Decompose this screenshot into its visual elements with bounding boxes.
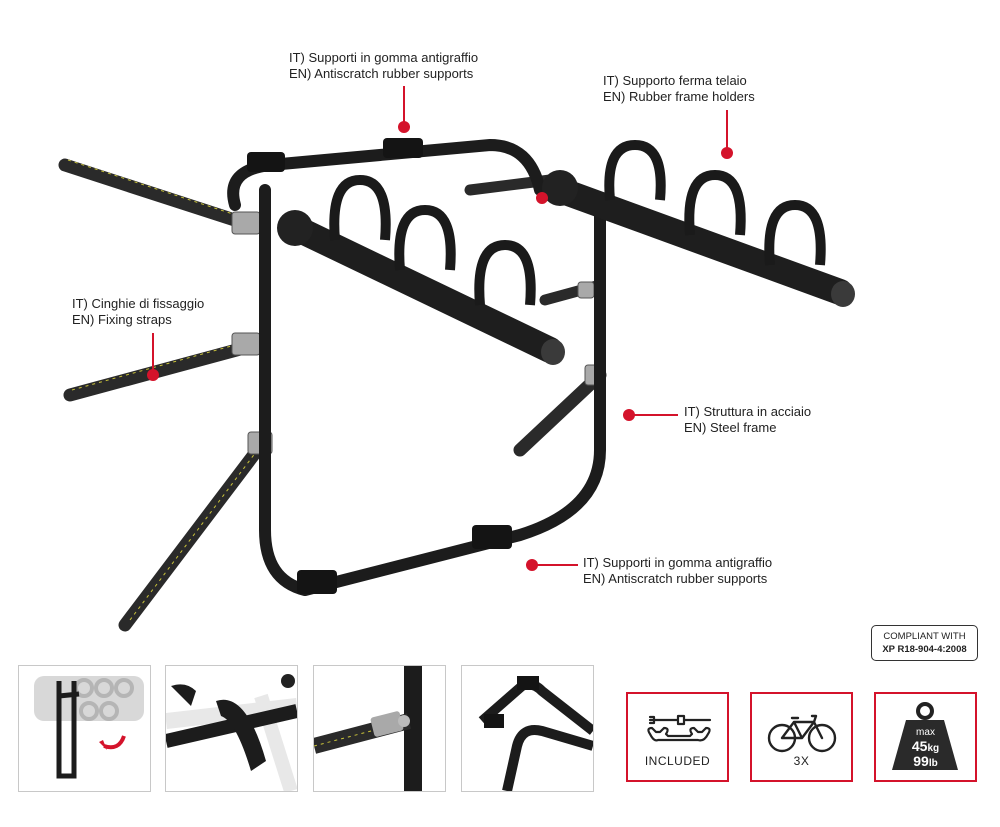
thumbnail-strap-detail[interactable] [313,665,446,792]
weight-icon [892,702,958,770]
callout-straps: IT) Cinghie di fissaggio EN) Fixing stra… [72,296,204,328]
callout-line [152,333,154,373]
callout-straps-en: EN) Fixing straps [72,312,172,327]
badge-max-weight: max 45kg 99lb [874,692,977,782]
rubber-frame-holders [329,139,826,306]
callout-dot [526,559,538,571]
thumbnail-mounted-image [34,676,144,779]
tools-icon [647,714,712,742]
bike-rack-illustration [58,138,855,632]
callout-top-supports-it: IT) Supporti in gomma antigraffio [289,50,479,65]
callout-dot [721,147,733,159]
carrier-arms [287,177,853,363]
weight-kg: 45kg [876,739,975,756]
callout-frame-holders-it: IT) Supporto ferma telaio [603,73,747,88]
thumbnail-strap-image [314,666,422,791]
antiscratch-supports [247,138,512,594]
callout-frame-holders: IT) Supporto ferma telaio EN) Rubber fra… [603,73,755,105]
callout-steel-frame-it: IT) Struttura in acciaio [684,404,812,419]
callout-dot [623,409,635,421]
weight-lb-value: 99 [913,753,929,769]
weight-lb: 99lb [876,754,975,771]
thumbnail-cradle-image [166,674,297,791]
callout-bottom-supports: IT) Supporti in gomma antigraffio EN) An… [583,555,772,587]
weight-max-label: max [916,727,935,738]
compliance-line1: COMPLIANT WITH [883,631,966,642]
badge-bike-label: 3X [793,754,810,768]
callout-steel-frame: IT) Struttura in acciaio EN) Steel frame [684,404,811,436]
badge-bike-capacity: 3X [750,692,853,782]
callout-steel-frame-en: EN) Steel frame [684,420,777,435]
callout-line [726,110,728,152]
steel-frame [227,139,606,596]
callout-line [533,564,578,566]
weight-kg-unit: kg [927,743,940,754]
callout-bottom-supports-it: IT) Supporti in gomma antigraffio [583,555,773,570]
callout-top-supports: IT) Supporti in gomma antigraffio EN) An… [289,50,478,82]
callout-dot [398,121,410,133]
thumbnail-base-detail[interactable] [461,665,594,792]
badge-tools-included: INCLUDED [626,692,729,782]
weight-lb-unit: lb [928,758,938,769]
bicycle-icon [767,714,837,753]
callout-line [403,86,405,124]
compliance-badge: COMPLIANT WITH XP R18-904-4:2008 [871,625,978,661]
badge-tools-label: INCLUDED [644,754,711,768]
thumbnail-base-image [478,676,593,791]
callout-line [630,414,678,416]
thumbnail-mounted-car[interactable] [18,665,151,792]
callout-straps-it: IT) Cinghie di fissaggio [72,296,205,311]
callout-bottom-supports-en: EN) Antiscratch rubber supports [583,571,768,586]
callout-top-supports-en: EN) Antiscratch rubber supports [289,66,474,81]
thumbnail-cradle-detail[interactable] [165,665,298,792]
callout-dot [147,369,159,381]
callout-frame-holders-en: EN) Rubber frame holders [603,89,755,104]
weight-kg-value: 45 [911,738,928,754]
compliance-line2: XP R18-904-4:2008 [882,644,967,655]
fixing-straps [58,158,607,632]
